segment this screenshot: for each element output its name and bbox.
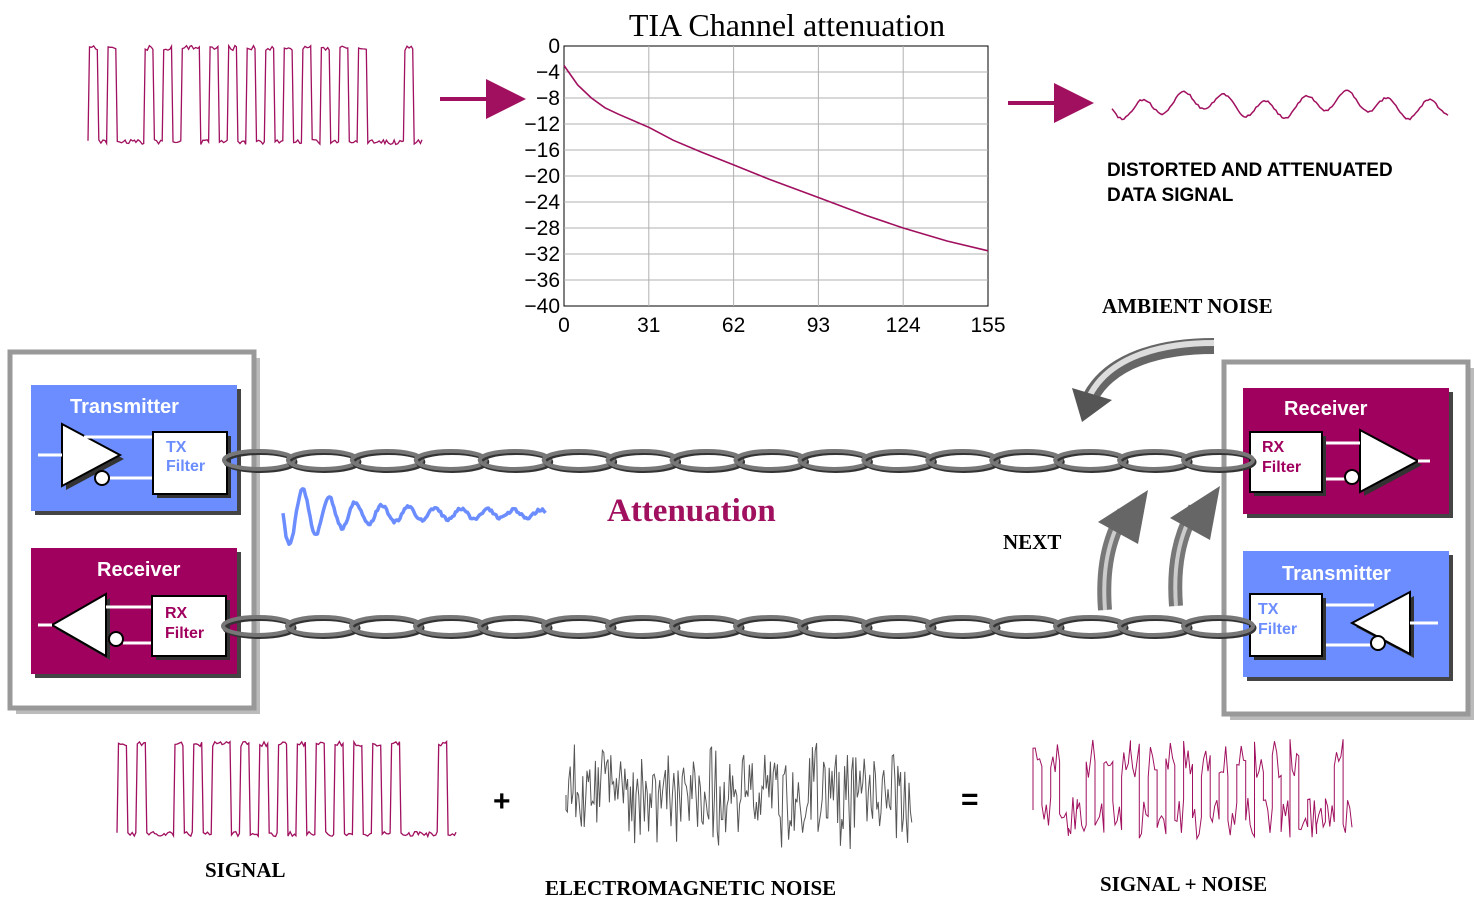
left-rx-filter-label-2: Filter bbox=[165, 625, 205, 642]
cable-twist bbox=[605, 449, 680, 471]
left-rx-filter-box bbox=[151, 595, 227, 657]
right-rx-filter-box bbox=[1249, 431, 1323, 493]
right-transmitter-label: Transmitter bbox=[1282, 563, 1391, 585]
twisted-pair-cable-top bbox=[222, 449, 1257, 473]
chart-y-tick-label: −4 bbox=[536, 61, 560, 84]
cable-twist bbox=[1181, 449, 1255, 471]
cable-twist bbox=[285, 615, 359, 637]
chart-title: TIA Channel attenuation bbox=[629, 7, 945, 43]
cable-twist bbox=[733, 615, 807, 637]
chart-x-tick-label: 93 bbox=[807, 314, 830, 337]
cable-twist bbox=[413, 449, 488, 471]
chart-grid bbox=[564, 46, 988, 306]
left-station bbox=[7, 349, 260, 714]
cable-twist bbox=[989, 449, 1064, 471]
signal-label: SIGNAL bbox=[205, 858, 286, 882]
distorted-signal-label-line2: DATA SIGNAL bbox=[1107, 185, 1234, 206]
cable-twist bbox=[477, 449, 552, 471]
chart-x-tick-label: 124 bbox=[886, 314, 921, 337]
signal-plus-noise-wave bbox=[1032, 739, 1353, 841]
cable-twist bbox=[1117, 615, 1191, 637]
chart-y-tick-label: −32 bbox=[524, 243, 560, 266]
left-tx-filter-label-1: TX bbox=[166, 439, 187, 456]
right-tx-filter-label-2: Filter bbox=[1258, 621, 1298, 638]
cable-twist bbox=[349, 449, 424, 471]
distorted-signal-label-line1: DISTORTED AND ATTENUATED bbox=[1107, 160, 1393, 181]
chart-y-tick-labels: 0 −4 −8 −12 −16 −20 −24 −28 −32 −36 −40 bbox=[524, 35, 560, 318]
right-rx-filter-label-2: Filter bbox=[1262, 459, 1302, 476]
chart-y-tick-label: −20 bbox=[524, 165, 560, 188]
next-crosstalk-arrow-icon-2 bbox=[1168, 486, 1220, 607]
left-tx-filter-box bbox=[152, 431, 228, 495]
chart-series-line bbox=[563, 65, 989, 252]
cable-twist bbox=[669, 449, 744, 471]
left-receiver-label: Receiver bbox=[97, 559, 181, 581]
cable-twist bbox=[925, 449, 1000, 471]
input-data-signal-wave bbox=[87, 43, 423, 146]
cable-twist bbox=[1181, 615, 1255, 637]
cable-twist bbox=[669, 615, 743, 637]
cable-twist bbox=[222, 449, 296, 471]
chart-y-tick-label: −28 bbox=[524, 217, 560, 240]
right-station bbox=[1221, 359, 1474, 720]
cable-twist bbox=[1053, 615, 1127, 637]
cable-twist bbox=[1053, 449, 1128, 471]
equals-sign: = bbox=[961, 783, 979, 816]
ambient-noise-label: AMBIENT NOISE bbox=[1102, 294, 1273, 318]
cable-twist bbox=[925, 615, 999, 637]
chart-x-tick-label: 62 bbox=[722, 314, 745, 337]
twisted-pair-cable-bottom bbox=[221, 615, 1257, 639]
electromagnetic-noise-label: ELECTROMAGNETIC NOISE bbox=[545, 876, 837, 900]
left-tx-filter-label-2: Filter bbox=[166, 458, 206, 475]
signal-plus-noise-label: SIGNAL + NOISE bbox=[1100, 872, 1268, 896]
chart-y-tick-label: −36 bbox=[524, 269, 560, 292]
cable-twist bbox=[797, 449, 872, 471]
cable-twist bbox=[1117, 449, 1192, 471]
cable-twist bbox=[861, 615, 935, 637]
ambient-noise-arrow-icon bbox=[1072, 338, 1215, 422]
right-receiver-amplifier-icon bbox=[1359, 428, 1421, 494]
cable-twist bbox=[605, 615, 679, 637]
cable-twist bbox=[349, 615, 423, 637]
chart-y-tick-label: −24 bbox=[524, 191, 560, 214]
left-receiver-amplifier-icon bbox=[49, 592, 107, 658]
chart-x-tick-label: 31 bbox=[637, 314, 660, 337]
right-tx-filter-label-1: TX bbox=[1258, 601, 1279, 618]
cable-twist bbox=[285, 449, 360, 471]
cable-twist bbox=[541, 449, 616, 471]
signal-wave bbox=[116, 739, 457, 839]
chart-y-tick-label: −16 bbox=[524, 139, 560, 162]
next-crosstalk-arrow-icon-1 bbox=[1097, 490, 1148, 611]
cable-twist bbox=[861, 449, 936, 471]
left-rx-filter-label-1: RX bbox=[165, 605, 188, 622]
cable-twist bbox=[541, 615, 615, 637]
electromagnetic-noise-wave bbox=[565, 743, 913, 850]
left-transmitter-label: Transmitter bbox=[70, 396, 179, 418]
right-rx-filter-label-1: RX bbox=[1262, 439, 1285, 456]
chart-x-tick-label: 0 bbox=[558, 314, 570, 337]
cable-twist bbox=[797, 615, 871, 637]
chart-y-tick-label: −12 bbox=[524, 113, 560, 136]
cable-twist bbox=[413, 615, 487, 637]
cable-twist bbox=[477, 615, 551, 637]
plus-sign: + bbox=[493, 785, 511, 818]
cable-twist bbox=[989, 615, 1063, 637]
chart-y-tick-label: 0 bbox=[548, 35, 560, 58]
distorted-signal-wave bbox=[1111, 89, 1449, 121]
right-receiver-label: Receiver bbox=[1284, 398, 1368, 420]
attenuation-label: Attenuation bbox=[607, 493, 776, 529]
next-label: NEXT bbox=[1003, 530, 1062, 554]
chart-y-tick-label: −8 bbox=[536, 87, 560, 110]
cable-twist bbox=[733, 449, 808, 471]
chart-y-tick-label: −40 bbox=[524, 295, 560, 318]
cable-twist bbox=[221, 615, 295, 637]
chart-x-tick-labels: 0 31 62 93 124 155 bbox=[558, 314, 1005, 337]
attenuated-signal-wave bbox=[281, 487, 547, 546]
attenuation-chart: TIA Channel attenuation 0 −4 −8 −12 −16 −20 −2… bbox=[524, 7, 1005, 337]
chart-x-tick-label: 155 bbox=[970, 314, 1005, 337]
